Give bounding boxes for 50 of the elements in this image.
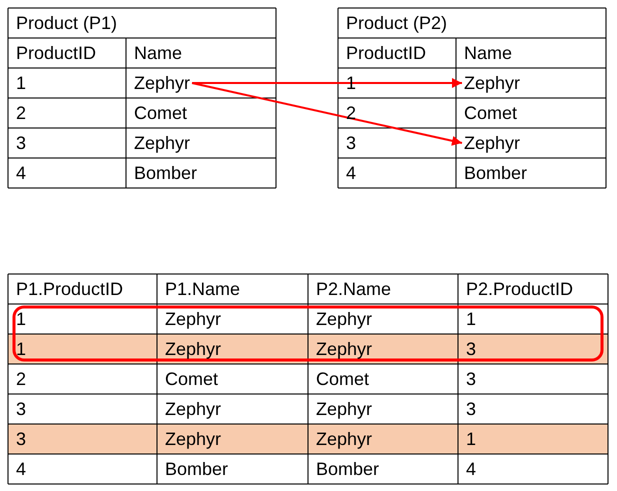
product-id: 4	[16, 458, 26, 480]
column-header: ProductID	[16, 42, 96, 64]
product-name: Comet	[165, 368, 218, 390]
product-name: Zephyr	[165, 338, 222, 360]
product-id: 3	[466, 368, 476, 390]
product-id: 2	[16, 102, 26, 124]
product-name: Zephyr	[134, 132, 190, 154]
product-id: 3	[466, 338, 476, 360]
arrow	[192, 82, 462, 146]
product-id: 2	[16, 368, 26, 390]
product-name: Zephyr	[165, 428, 222, 450]
product-id: 1	[466, 428, 476, 450]
table-title: Product (P1)	[16, 12, 118, 34]
product-name: Comet	[464, 102, 518, 124]
product-id: 1	[466, 308, 476, 330]
product-id: 1	[16, 72, 26, 94]
product-name: Zephyr	[464, 132, 520, 154]
table-title: Product (P2)	[346, 12, 448, 34]
product-name: Bomber	[464, 162, 528, 184]
product-name: Zephyr	[464, 72, 520, 94]
product-id: 3	[466, 398, 476, 420]
product-id: 4	[346, 162, 356, 184]
column-header: P1.Name	[165, 278, 240, 300]
product-id: 4	[16, 162, 26, 184]
product-name: Zephyr	[134, 72, 190, 94]
product-id: 3	[346, 132, 356, 154]
product-id: 3	[16, 132, 26, 154]
column-header: P2.ProductID	[466, 278, 574, 300]
product-id: 3	[16, 398, 26, 420]
product-name: Zephyr	[316, 338, 372, 360]
product-name: Comet	[134, 102, 188, 124]
product-id: 1	[16, 308, 26, 330]
column-header: Name	[134, 42, 182, 64]
product-name: Zephyr	[165, 398, 222, 420]
product-name: Bomber	[316, 458, 380, 480]
product-id: 4	[466, 458, 476, 480]
arrow	[192, 78, 462, 88]
product-name: Comet	[316, 368, 370, 390]
column-header: P2.Name	[316, 278, 392, 300]
product-name: Zephyr	[316, 428, 372, 450]
product-name: Zephyr	[316, 308, 372, 330]
product-name: Zephyr	[165, 308, 222, 330]
product-name: Bomber	[165, 458, 228, 480]
column-header: P1.ProductID	[16, 278, 124, 300]
column-header: ProductID	[346, 42, 426, 64]
product-name: Bomber	[134, 162, 198, 184]
product-id: 3	[16, 428, 26, 450]
product-id: 1	[16, 338, 26, 360]
product-name: Zephyr	[316, 398, 372, 420]
column-header: Name	[464, 42, 512, 64]
